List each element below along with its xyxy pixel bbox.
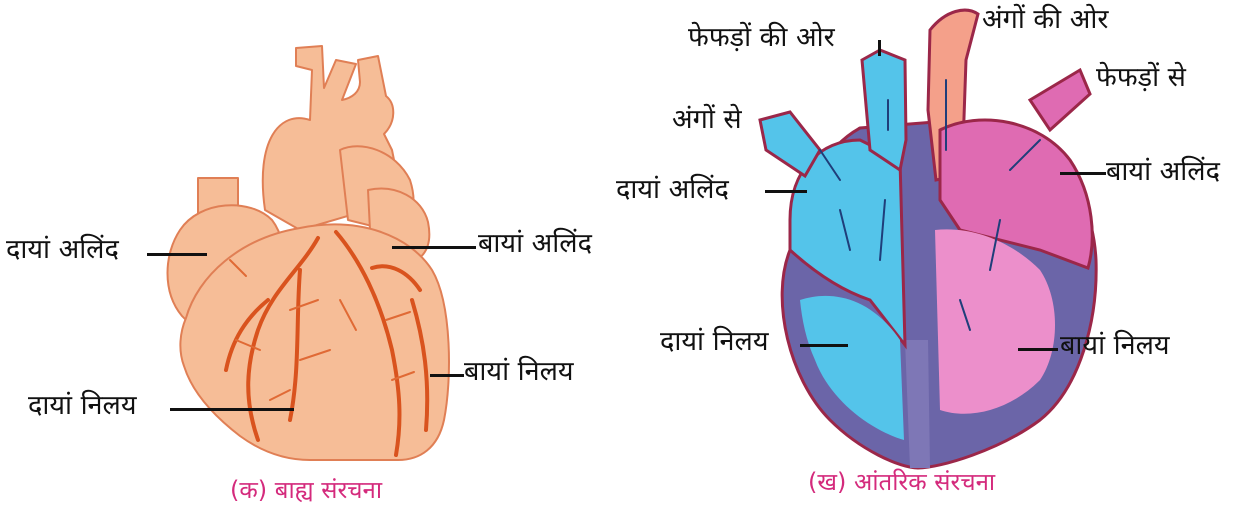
label-from-lungs: फेफड़ों से	[1096, 64, 1186, 91]
caption-internal-structure: (ख) आंतरिक संरचना	[808, 470, 995, 494]
label-left-atrium-internal: बायां अलिंद	[1106, 158, 1220, 185]
label-right-atrium-internal: दायां अलिंद	[616, 176, 729, 203]
label-right-ventricle-internal: दायां निलय	[660, 328, 769, 355]
pulmonary-vein	[1030, 70, 1090, 130]
leader-line	[1018, 348, 1058, 351]
label-to-organs: अंगों की ओर	[982, 6, 1108, 33]
label-to-lungs: फेफड़ों की ओर	[688, 24, 835, 51]
leader-line	[765, 190, 807, 193]
vena-cava	[760, 112, 820, 176]
label-left-ventricle-internal: बायां निलय	[1060, 332, 1170, 359]
leader-line	[800, 344, 848, 347]
leader-line	[878, 40, 881, 56]
leader-line	[1060, 172, 1106, 175]
label-from-organs: अंगों से	[672, 106, 742, 133]
